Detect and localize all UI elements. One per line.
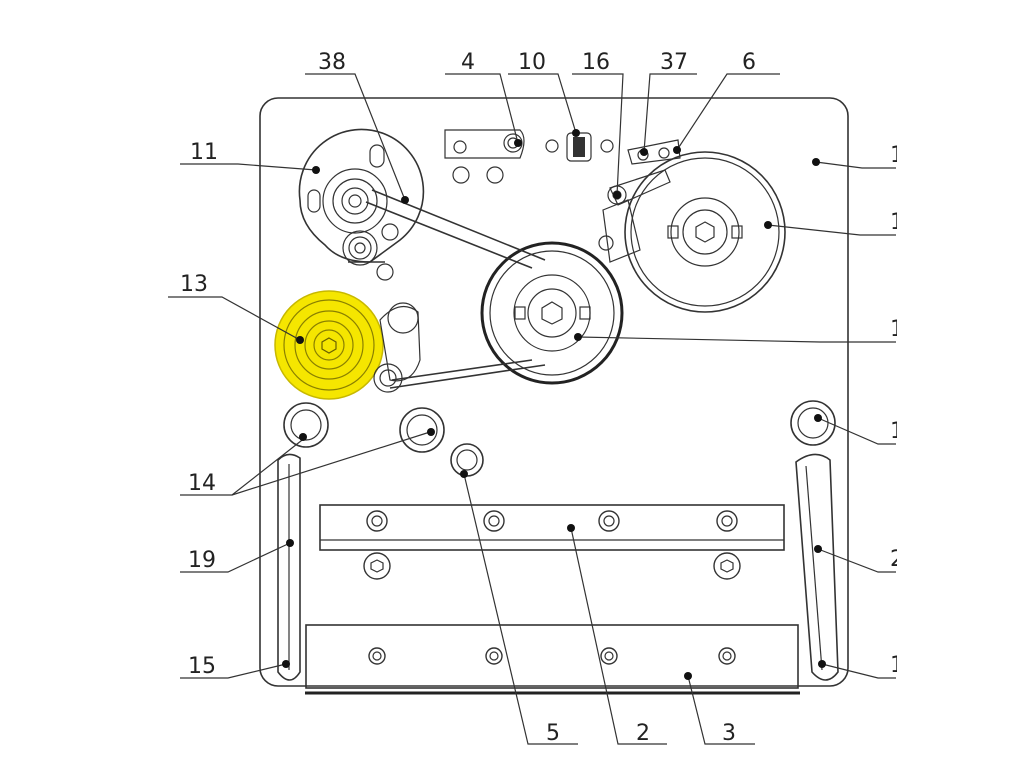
drive-pulley [480, 241, 624, 385]
callout-10: 10 [518, 50, 546, 75]
callout-13: 13 [180, 272, 208, 297]
side-rail-right [795, 453, 839, 681]
highlighted-roller-13 [274, 290, 384, 400]
leader-5 [460, 470, 578, 745]
callout-38: 38 [318, 50, 346, 75]
sensor-10 [545, 132, 614, 162]
drive-belt [348, 189, 546, 389]
callout-19: 19 [188, 548, 216, 573]
upper-bar-2 [319, 504, 785, 580]
leader-16 [572, 73, 624, 199]
guide-roller-left-14 [283, 402, 329, 448]
leader-10 [508, 73, 580, 137]
callout-37: 37 [660, 50, 688, 75]
guide-roller-right [790, 400, 836, 446]
housing-plate [259, 97, 849, 687]
leader-11 [180, 163, 320, 174]
leader-38 [305, 73, 409, 204]
leader-right-6 [818, 660, 896, 679]
right-edge-clip [897, 0, 1024, 768]
leader-14 [180, 428, 435, 496]
lower-bar-3 [305, 624, 799, 689]
tension-arm-16 [598, 139, 681, 263]
leader-3 [684, 672, 755, 745]
upper-pulley-11 [298, 128, 425, 281]
leader-right-5 [814, 545, 896, 573]
callout-5: 5 [546, 721, 560, 746]
callout-14: 14 [188, 471, 216, 496]
callout-16: 16 [582, 50, 610, 75]
leader-15 [180, 660, 290, 679]
guide-roller-5 [450, 443, 484, 477]
leader-4 [445, 73, 522, 147]
leader-37 [640, 73, 697, 156]
leader-2 [567, 524, 667, 745]
side-rail-19 [277, 453, 301, 681]
supply-reel [624, 151, 786, 313]
tension-bracket [373, 302, 421, 393]
callout-15: 15 [188, 654, 216, 679]
callout-2: 2 [636, 721, 650, 746]
callout-11: 11 [190, 140, 218, 165]
leader-6 [673, 73, 780, 154]
leader-19 [180, 539, 294, 573]
leader-right-4 [814, 414, 896, 445]
callout-6: 6 [742, 50, 756, 75]
callout-4: 4 [461, 50, 475, 75]
callout-3: 3 [722, 721, 736, 746]
top-bracket-4 [444, 129, 525, 184]
leader-right-2 [764, 221, 896, 236]
leader-right-3 [574, 333, 896, 343]
guide-roller-mid-14 [399, 407, 445, 453]
leader-right-1 [812, 158, 896, 169]
leader-13 [168, 296, 304, 344]
